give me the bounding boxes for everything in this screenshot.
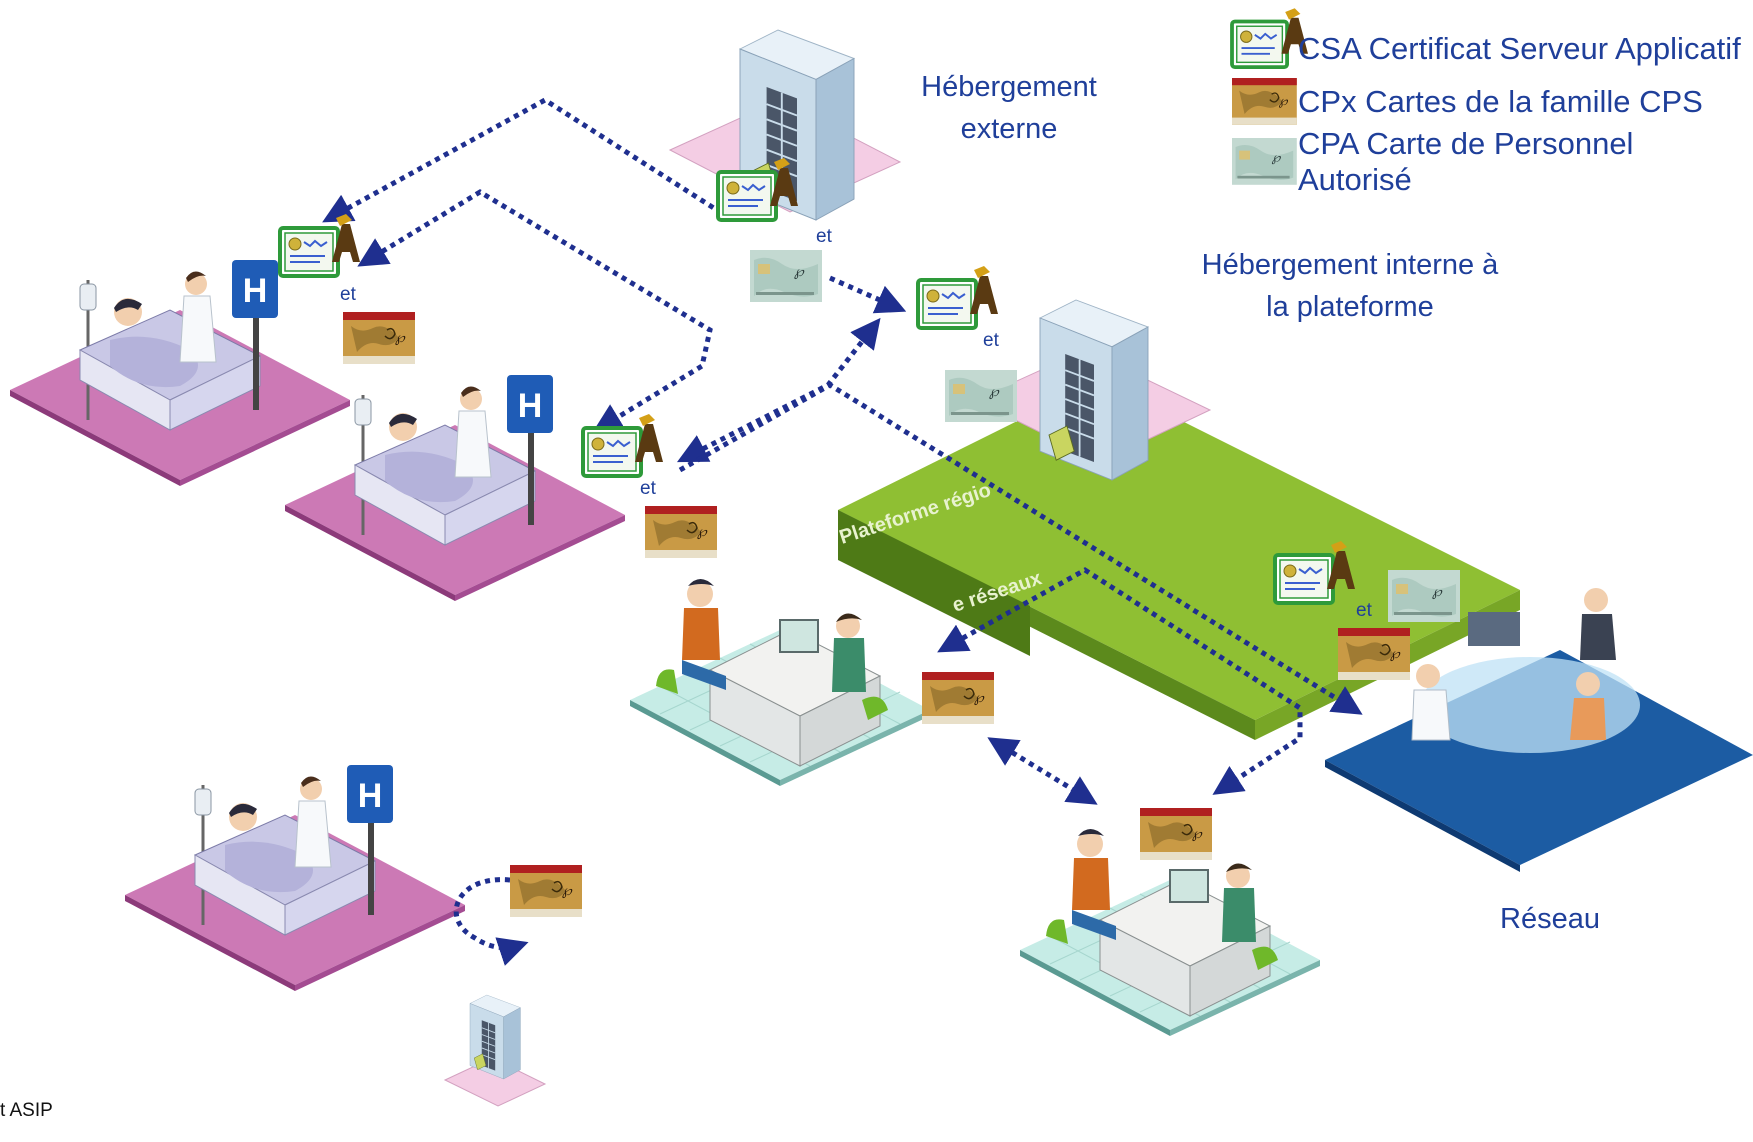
cpa-card-icon (1388, 570, 1460, 622)
cpa-card-icon (945, 370, 1017, 422)
cps-card-icon (342, 311, 416, 365)
legend-row-cpx: CPx Cartes de la famille CPS (1292, 77, 1703, 127)
hospital-room-3 (125, 765, 465, 991)
cps-card-icon (1139, 807, 1213, 861)
cps-card-icon (921, 671, 995, 725)
cps-card-icon (1337, 627, 1411, 681)
clinic-1 (629, 578, 931, 787)
arrow-hospital1-external (322, 97, 722, 223)
certificate-icon (916, 264, 1000, 330)
arrow-local-loop (453, 877, 529, 966)
network-meeting (1325, 588, 1753, 872)
legend-cps-card-icon (1231, 77, 1298, 126)
label-hebergement-interne: Hébergement interne à la plateforme (1201, 249, 1499, 324)
arrow-hospital2-platform (676, 317, 881, 463)
et-label: et (1356, 600, 1372, 621)
clinic-2 (1019, 828, 1321, 1037)
legend-row-csa: CSA Certificat Serveur Applicatif (1292, 24, 1741, 74)
cps-card-icon (644, 505, 718, 559)
legend-cpa-text: CPA Carte de Personnel Autorisé (1298, 126, 1634, 197)
local-server (443, 994, 547, 1107)
hospital-room-1 (10, 260, 350, 486)
cpa-card-icon (750, 250, 822, 302)
et-label: et (983, 330, 999, 351)
legend-csa-text: CSA Certificat Serveur Applicatif (1298, 31, 1741, 66)
arrow-external-platform (828, 275, 907, 314)
arrow-platform-network (678, 382, 1363, 715)
label-hebergement-externe: Hébergement externe (921, 71, 1097, 146)
et-label: et (640, 478, 656, 499)
legend-row-cpa: CPA Carte de Personnel Autorisé (1292, 126, 1753, 197)
certificate-icon (278, 212, 362, 278)
legend-cpx-text: CPx Cartes de la famille CPS (1298, 84, 1703, 119)
label-reseau: Réseau (1500, 903, 1600, 935)
et-label: et (340, 284, 356, 305)
certificate-icon (581, 412, 665, 478)
flow-arrows (322, 97, 1363, 966)
et-label: et (816, 226, 832, 247)
arrow-clinic1-clinic2 (987, 737, 1098, 805)
legend-cpa-card-icon (1232, 138, 1297, 185)
footer-credit: t ASIP (0, 1100, 53, 1121)
cps-card-icon (509, 864, 583, 918)
